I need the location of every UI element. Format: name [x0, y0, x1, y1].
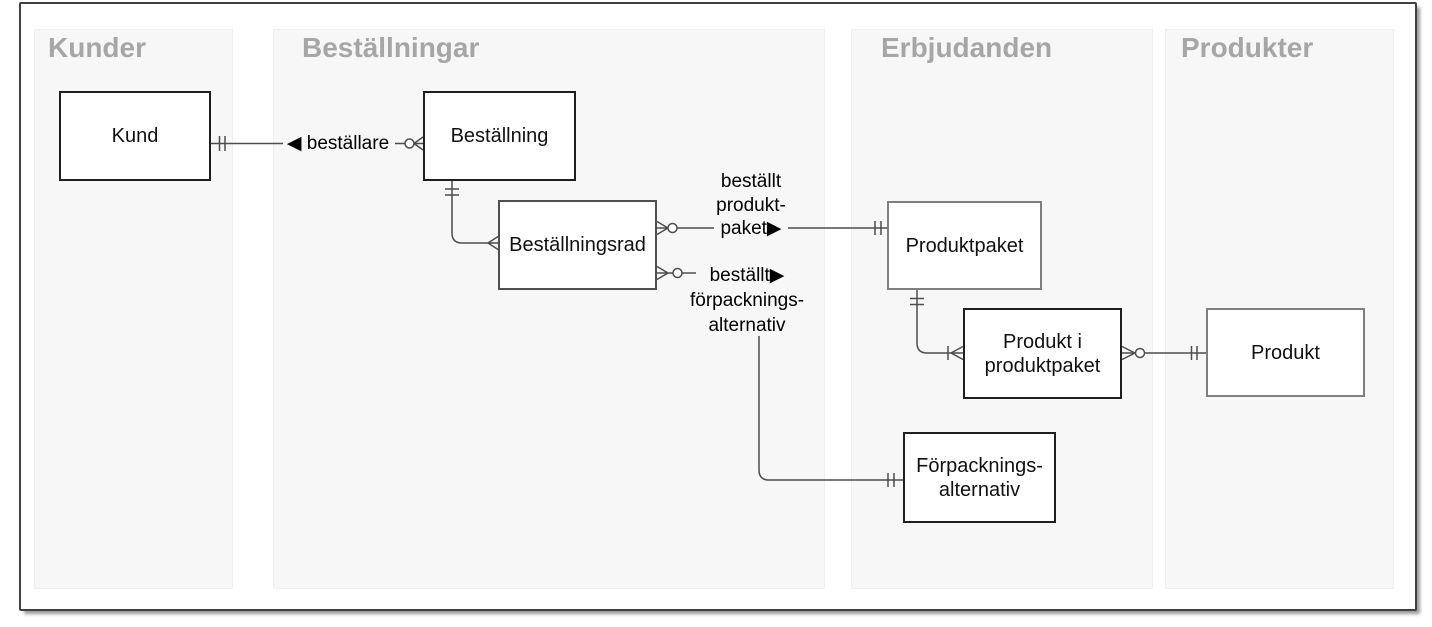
relationship-label-bestallare: ◀ beställare — [286, 133, 390, 154]
entity-label: Förpacknings- alternativ — [916, 454, 1043, 501]
relationship-label-bestallt-forpackningsalternativ: beställt▶ förpacknings- alternativ — [689, 265, 805, 336]
entity-label: Beställningsrad — [509, 234, 646, 256]
entity-label: Produkt i produktpaket — [984, 330, 1101, 377]
lane-title: Kunder — [48, 32, 146, 63]
entity-produktpaket: Produktpaket — [887, 201, 1042, 290]
entity-label: Produkt — [1251, 341, 1320, 364]
entity-bestallningsrad: Beställningsrad — [498, 200, 657, 290]
relationship-label-bestallt-produktpaket: beställt produkt- paket▶ — [716, 171, 786, 239]
entity-label: Produktpaket — [905, 234, 1024, 257]
entity-forpackningsalternativ: Förpacknings- alternativ — [903, 432, 1056, 523]
entity-label: Beställning — [450, 125, 549, 147]
lane-title: Produkter — [1181, 32, 1314, 63]
entity-label: Kund — [111, 125, 159, 147]
entity-bestallning: Beställning — [423, 91, 576, 181]
entity-kund: Kund — [59, 91, 211, 181]
entity-produkt: Produkt — [1206, 308, 1365, 397]
lane-title: Erbjudanden — [881, 32, 1053, 63]
entity-produkt-i-produktpaket: Produkt i produktpaket — [963, 308, 1122, 399]
lane-title: Beställningar — [302, 32, 480, 63]
